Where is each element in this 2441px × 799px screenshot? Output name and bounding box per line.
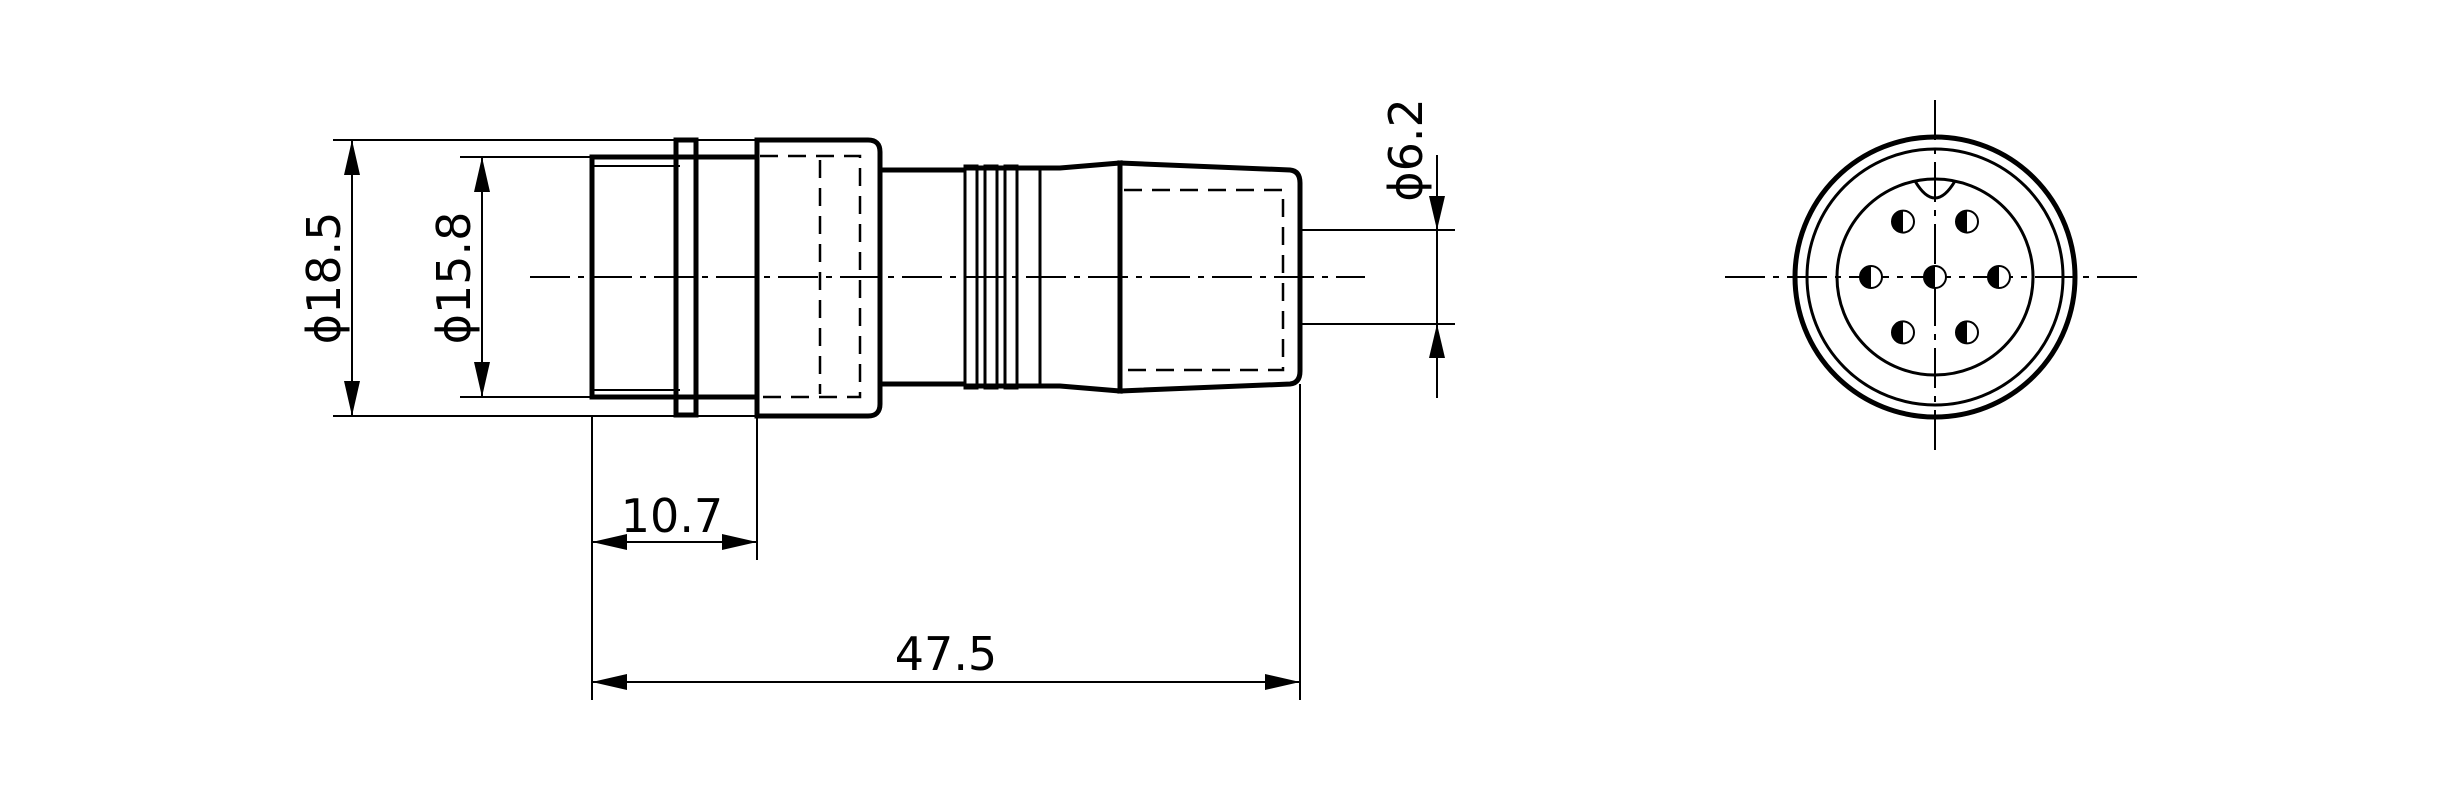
insert-circle: [1835, 177, 2035, 377]
contact-pin: [1923, 265, 1947, 289]
contact-pins: [1859, 209, 2011, 345]
inner-diameter-label: ϕ15.8: [427, 212, 481, 345]
coupling-circle: [1805, 147, 2065, 407]
front-view: [1725, 100, 2140, 450]
contact-pin: [1987, 265, 2011, 289]
outer-diameter-label: ϕ18.5: [297, 212, 351, 345]
side-view: ϕ18.5 ϕ15.8 ϕ6.2 10.7: [297, 98, 1455, 700]
overall-length-dimension: 47.5: [592, 384, 1301, 700]
inner-diameter-dimension: ϕ15.8: [427, 156, 592, 398]
overall-length-label: 47.5: [895, 627, 997, 681]
outer-shell-circle: [1792, 134, 2078, 420]
contact-pin: [1859, 265, 1883, 289]
contact-pin: [1955, 209, 1979, 234]
coupling-nut: [754, 137, 883, 419]
outer-diameter-dimension: ϕ18.5: [297, 139, 757, 417]
coding-key: [1913, 180, 1957, 200]
thread-length-dimension: 10.7: [591, 416, 758, 700]
cable-diameter-label: ϕ6.2: [1379, 98, 1433, 202]
connector-body: [880, 167, 965, 387]
cable-boot: [1117, 160, 1455, 394]
contact-pin: [1955, 320, 1979, 345]
contact-pin: [1891, 209, 1915, 234]
thread-length-label: 10.7: [621, 489, 723, 543]
contact-pin: [1891, 320, 1915, 345]
cable-diameter-dimension: ϕ6.2: [1379, 98, 1445, 398]
